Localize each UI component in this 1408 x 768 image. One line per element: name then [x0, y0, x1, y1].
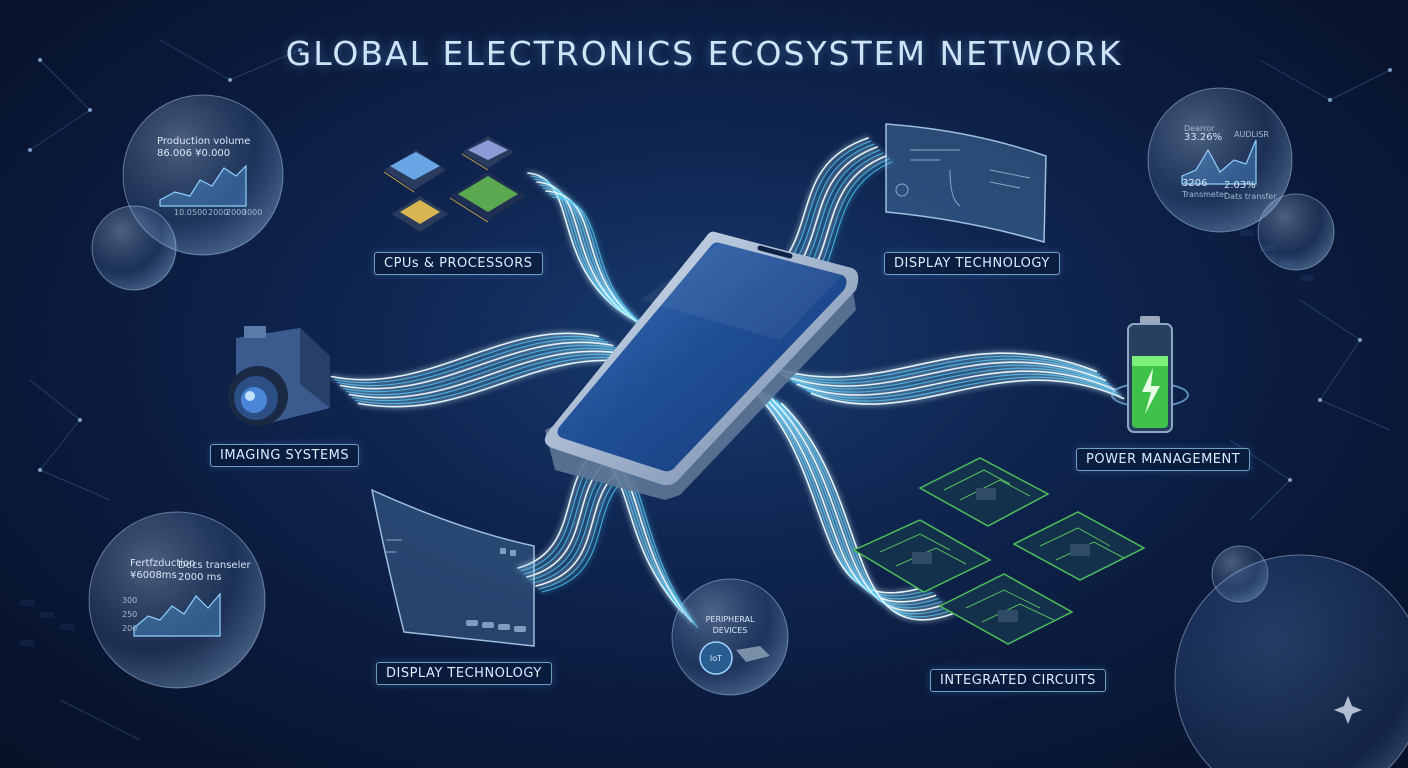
data-stream-line: [777, 358, 1104, 384]
bubble-bl-tick: 300: [122, 596, 138, 605]
data-stream-line: [752, 384, 937, 603]
bubble-tl-tick: 2000: [208, 208, 229, 217]
bubble-peripheral: [671, 578, 789, 696]
data-stream-line: [336, 338, 609, 387]
bubble-tl-tick: 10.0: [174, 208, 192, 217]
data-stream-line: [345, 347, 623, 396]
data-stream-line: [772, 355, 1101, 381]
data-stream-line: [342, 344, 619, 393]
peripheral-label-line2: DEVICES: [712, 626, 748, 635]
bubble-tr-label-d: Dats transfer: [1224, 192, 1277, 201]
data-stream-line: [766, 393, 946, 612]
bubble-bl-label-b: Docs transeler: [178, 560, 251, 571]
data-stream-line: [527, 172, 632, 319]
peripheral-devices-label: PERIPHERAL DEVICES: [690, 614, 770, 636]
data-stream-line: [539, 184, 651, 331]
data-stream-line: [747, 381, 934, 600]
bubble-bl-tick: 200: [122, 624, 138, 633]
bubble-tl-heading: Production volume: [157, 136, 251, 147]
bubble-bl-tick: 250: [122, 610, 138, 619]
data-stream-line: [742, 378, 931, 597]
data-stream-line: [757, 387, 940, 606]
data-stream-line: [810, 379, 1125, 405]
bubble-tl-tick: 2000: [226, 208, 247, 217]
bubble-bl-value-a: ¥6008ms: [130, 570, 177, 581]
data-stream-line: [787, 364, 1110, 390]
data-stream-line: [339, 341, 614, 390]
data-stream-line: [530, 175, 637, 322]
data-stream-line: [782, 361, 1107, 387]
data-stream-line: [357, 359, 643, 408]
label-power-management: POWER MANAGEMENT: [1076, 448, 1251, 471]
bubble-bottom-left: [88, 511, 266, 689]
bubble-tr-value-d: 2.03%: [1224, 180, 1256, 191]
bubble-tl-tick: 500: [192, 208, 208, 217]
data-stream-line: [767, 352, 1098, 378]
bubble-tr-value-c: 3206: [1182, 178, 1208, 189]
data-stream-line: [796, 370, 1116, 396]
data-stream-line: [806, 376, 1122, 402]
bubble-tr-value-a: 33.26%: [1184, 132, 1223, 143]
data-stream-line: [348, 350, 628, 399]
bubble-tl-tick: 3000: [242, 208, 263, 217]
bubble-tr-label-b: AUDLISR: [1234, 130, 1269, 139]
bubble-tl-value: 86.006 ¥0.000: [157, 148, 231, 159]
bubble-top-right: [1147, 87, 1293, 233]
data-stream-line: [548, 193, 665, 340]
data-stream-line: [354, 356, 638, 405]
label-display-technology-bottom: DISPLAY TECHNOLOGY: [376, 662, 552, 685]
data-stream-line: [545, 190, 661, 337]
bubble-tr-label-c: Transmeter: [1182, 190, 1228, 199]
bubble-bl-label-a: Fertfzduction: [130, 558, 196, 569]
data-stream-line: [761, 390, 943, 609]
diagram-title: GLOBAL ELECTRONICS ECOSYSTEM NETWORK: [285, 34, 1123, 73]
data-stream-line: [776, 399, 952, 618]
data-stream-line: [536, 181, 646, 328]
label-cpus-processors: CPUs & PROCESSORS: [374, 252, 543, 275]
data-stream-line: [801, 373, 1119, 399]
label-display-technology-top: DISPLAY TECHNOLOGY: [884, 252, 1060, 275]
iot-badge: IoT: [709, 654, 723, 663]
bubble-bl-value-b: 2000 ms: [178, 572, 222, 583]
label-integrated-circuits: INTEGRATED CIRCUITS: [930, 669, 1106, 692]
label-imaging-systems: IMAGING SYSTEMS: [210, 444, 360, 467]
data-stream-line: [351, 353, 633, 402]
bubble-tr-label-a: Dearror: [1184, 124, 1215, 133]
data-stream-line: [737, 375, 928, 594]
data-stream-line: [333, 335, 604, 384]
data-stream-line: [791, 367, 1113, 393]
data-stream-line: [780, 402, 955, 621]
data-stream-line: [330, 332, 600, 381]
data-stream-line: [533, 178, 641, 325]
peripheral-label-line1: PERIPHERAL: [705, 615, 755, 624]
sparkle-icon: [1334, 696, 1362, 724]
bubble-top-left: [122, 94, 284, 256]
data-stream-line: [771, 396, 949, 615]
